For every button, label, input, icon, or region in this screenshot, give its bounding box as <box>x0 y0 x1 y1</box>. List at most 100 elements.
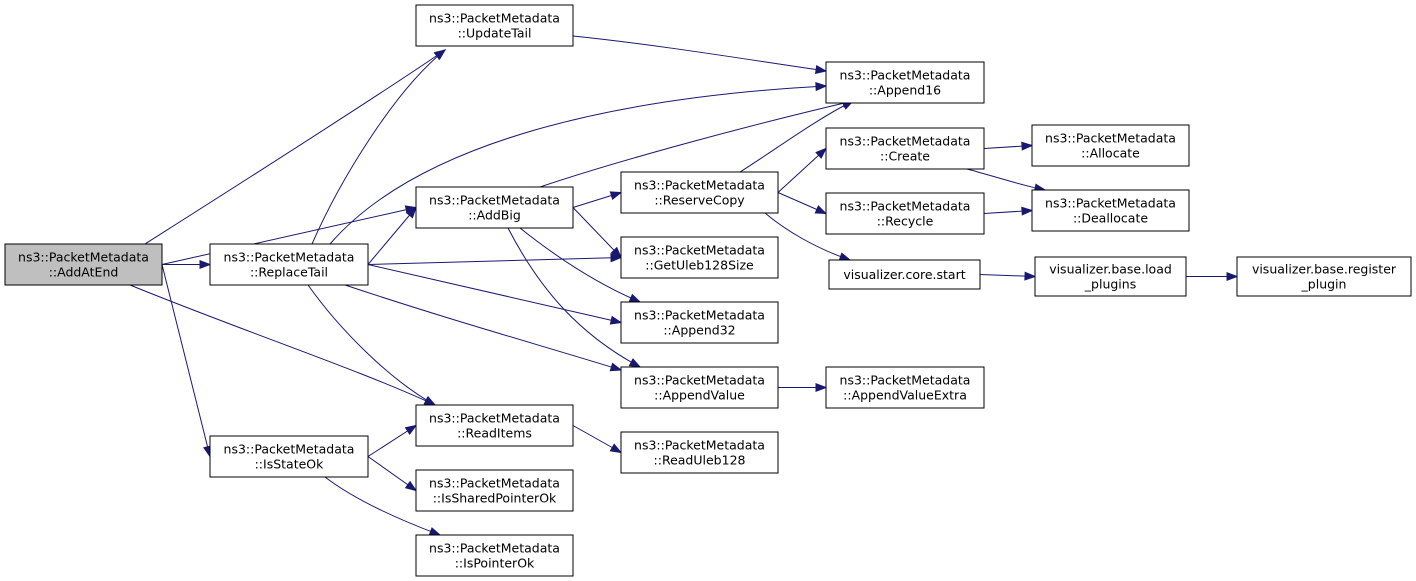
node-loadplugins[interactable]: visualizer.base.load_plugins <box>1034 256 1187 297</box>
edge-loadplugins-to-registerplugin-arrowhead <box>1226 271 1239 282</box>
edge-addbig-to-append16-line <box>539 100 854 188</box>
node-isstateok-box <box>209 435 369 478</box>
edge-replacetail-to-readitems <box>307 284 437 406</box>
node-create-label-line-1: ns3::PacketMetadata <box>840 134 971 149</box>
node-vcorestart-label-line-1: visualizer.core.start <box>843 267 965 282</box>
edge-replacetail-to-append32-arrowhead <box>609 315 623 325</box>
edge-replacetail-to-append16 <box>329 82 828 245</box>
node-registerplugin-label-line-2: _plugin <box>1301 277 1347 292</box>
node-addbig[interactable]: ns3::PacketMetadata::AddBig <box>415 186 574 229</box>
edge-addbig-to-append32-line <box>519 227 641 303</box>
node-reservecopy-label-line-1: ns3::PacketMetadata <box>634 178 765 193</box>
node-readuleb128[interactable]: ns3::PacketMetadata::ReadUleb128 <box>620 431 779 474</box>
node-appendvalue[interactable]: ns3::PacketMetadata::AppendValue <box>620 366 779 409</box>
edge-loadplugins-to-registerplugin <box>1186 271 1239 282</box>
edge-reservecopy-to-append16-line <box>739 100 854 173</box>
node-allocate-box <box>1031 124 1190 167</box>
edge-appendvalue-to-appendvalueextra <box>778 382 828 393</box>
node-replacetail-box <box>209 243 369 286</box>
edge-reservecopy-to-vcorestart-line <box>764 212 851 261</box>
edge-readitems-to-readuleb128 <box>572 425 623 454</box>
node-recycle-box <box>825 192 985 235</box>
edges-layer <box>129 35 1239 536</box>
node-getuleb128size[interactable]: ns3::PacketMetadata::GetUleb128Size <box>620 236 779 279</box>
node-vcorestart[interactable]: visualizer.core.start <box>828 259 981 290</box>
edge-isstateok-to-readitems <box>367 424 418 457</box>
edge-addatend-to-readitems <box>129 284 437 406</box>
edge-replacetail-to-readitems-line <box>307 284 436 406</box>
node-registerplugin-box <box>1236 256 1412 297</box>
edge-reservecopy-to-recycle-arrowhead <box>814 205 828 215</box>
edge-addbig-to-appendvalue-arrowhead <box>628 358 642 368</box>
node-create-box <box>825 127 985 170</box>
node-replacetail-label-line-2: ::ReplaceTail <box>250 265 328 280</box>
node-updatetail-label-line-2: ::UpdateTail <box>458 26 532 41</box>
node-append16-label-line-2: ::Append16 <box>869 83 941 98</box>
node-isstateok-label-line-1: ns3::PacketMetadata <box>224 442 355 457</box>
node-appendvalueextra-box <box>825 366 985 409</box>
edge-addatend-to-updatetail-line <box>144 49 446 245</box>
edge-isstateok-to-ispointerok-line <box>324 476 441 536</box>
node-issharedpointerok[interactable]: ns3::PacketMetadata::IsSharedPointerOk <box>415 469 574 512</box>
node-readitems-label-line-2: ::ReadItems <box>457 426 532 441</box>
edge-addatend-to-addbig-line <box>161 207 417 265</box>
node-allocate-label-line-1: ns3::PacketMetadata <box>1045 131 1176 146</box>
edge-replacetail-to-addbig-arrowhead <box>405 206 417 219</box>
node-registerplugin[interactable]: visualizer.base.register_plugin <box>1236 256 1412 297</box>
edge-isstateok-to-issharedpointerok <box>367 456 418 492</box>
node-getuleb128size-label-line-1: ns3::PacketMetadata <box>634 243 765 258</box>
node-loadplugins-label-line-2: _plugins <box>1084 277 1136 292</box>
node-deallocate[interactable]: ns3::PacketMetadata::Deallocate <box>1031 189 1190 232</box>
node-updatetail[interactable]: ns3::PacketMetadata::UpdateTail <box>415 4 574 47</box>
edge-addbig-to-append32-arrowhead <box>628 293 642 303</box>
node-reservecopy-label-line-2: ::ReserveCopy <box>654 193 745 208</box>
node-updatetail-box <box>415 4 574 47</box>
node-allocate[interactable]: ns3::PacketMetadata::Allocate <box>1031 124 1190 167</box>
node-readuleb128-box <box>620 431 779 474</box>
node-registerplugin-label-line-1: visualizer.base.register <box>1252 262 1397 277</box>
node-append16[interactable]: ns3::PacketMetadata::Append16 <box>825 61 985 104</box>
node-reservecopy[interactable]: ns3::PacketMetadata::ReserveCopy <box>620 171 779 214</box>
node-appendvalue-box <box>620 366 779 409</box>
edge-addatend-to-replacetail <box>162 259 212 270</box>
node-append32-label-line-1: ns3::PacketMetadata <box>634 308 765 323</box>
node-ispointerok[interactable]: ns3::PacketMetadata::IsPointerOk <box>415 534 574 577</box>
node-getuleb128size-box <box>620 236 779 279</box>
node-issharedpointerok-box <box>415 469 574 512</box>
node-replacetail[interactable]: ns3::PacketMetadata::ReplaceTail <box>209 243 369 286</box>
node-append32[interactable]: ns3::PacketMetadata::Append32 <box>620 301 779 344</box>
edge-isstateok-to-readitems-arrowhead <box>404 424 418 435</box>
edge-replacetail-to-appendvalue <box>344 284 623 372</box>
edge-replacetail-to-addbig-line <box>367 207 417 265</box>
edge-addbig-to-reservecopy <box>572 191 623 208</box>
edge-updatetail-to-append16 <box>572 35 828 74</box>
edge-appendvalue-to-appendvalueextra-arrowhead <box>815 382 828 393</box>
node-deallocate-label-line-1: ns3::PacketMetadata <box>1045 196 1176 211</box>
edge-vcorestart-to-loadplugins-arrowhead <box>1024 271 1037 281</box>
node-isstateok[interactable]: ns3::PacketMetadata::IsStateOk <box>209 435 369 478</box>
edge-addatend-to-replacetail-arrowhead <box>199 259 212 270</box>
node-replacetail-label-line-1: ns3::PacketMetadata <box>224 250 355 265</box>
node-readuleb128-label-line-2: ::ReadUleb128 <box>654 453 746 468</box>
node-recycle[interactable]: ns3::PacketMetadata::Recycle <box>825 192 985 235</box>
node-readitems[interactable]: ns3::PacketMetadata::ReadItems <box>415 404 574 447</box>
edge-vcorestart-to-loadplugins <box>979 271 1037 281</box>
edge-isstateok-to-ispointerok-arrowhead <box>428 527 442 536</box>
node-reservecopy-box <box>620 171 779 214</box>
edge-updatetail-to-append16-arrowhead <box>814 65 828 74</box>
node-recycle-label-line-1: ns3::PacketMetadata <box>840 199 971 214</box>
edge-replacetail-to-appendvalue-arrowhead <box>609 362 623 372</box>
edge-replacetail-to-getuleb128size <box>367 253 623 265</box>
nodes-layer: ns3::PacketMetadata::AddAtEndns3::Packet… <box>4 4 1412 577</box>
edge-recycle-to-deallocate-arrowhead <box>1021 206 1034 216</box>
node-create[interactable]: ns3::PacketMetadata::Create <box>825 127 985 170</box>
edge-create-to-allocate-arrowhead <box>1021 141 1034 151</box>
node-deallocate-box <box>1031 189 1190 232</box>
node-addatend-label-line-1: ns3::PacketMetadata <box>18 250 149 265</box>
edge-addatend-to-isstateok-line <box>161 264 211 457</box>
edge-replacetail-to-updatetail-line <box>311 49 446 245</box>
edge-addbig-to-appendvalue <box>507 227 642 368</box>
node-appendvalueextra[interactable]: ns3::PacketMetadata::AppendValueExtra <box>825 366 985 409</box>
node-addatend-label-line-2: ::AddAtEnd <box>49 265 119 280</box>
